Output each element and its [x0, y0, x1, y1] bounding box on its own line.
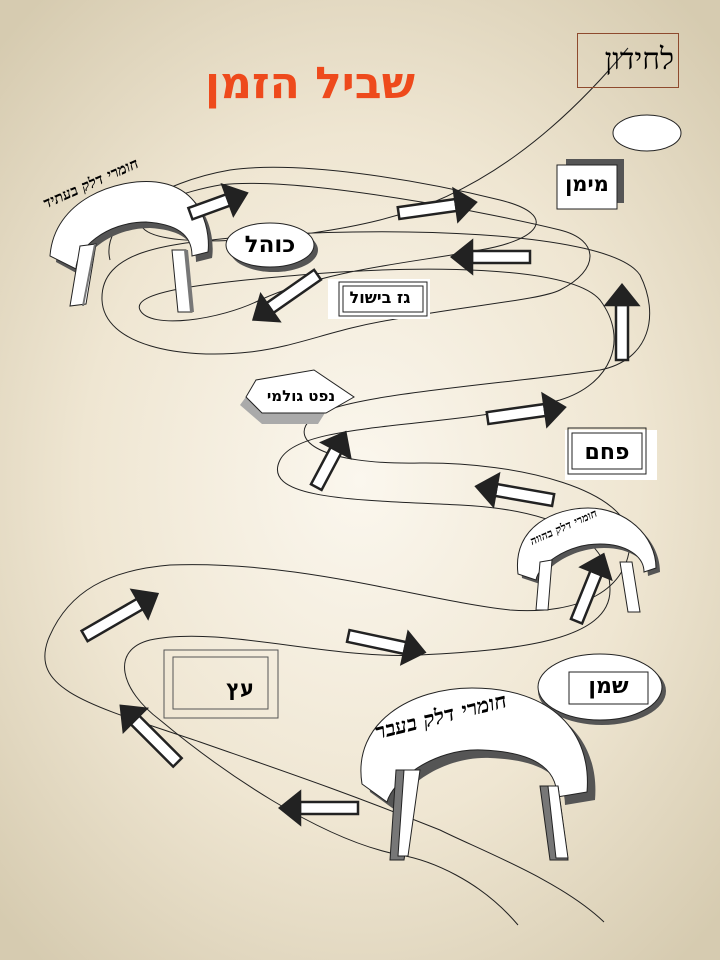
hydrogen-oval-top — [612, 114, 682, 152]
crude-oil-label: נפט גולמי — [266, 387, 336, 405]
bridge-past — [360, 687, 596, 861]
oil-station-oval — [537, 653, 666, 725]
arrow — [345, 628, 427, 666]
page-title: שביל הזמן — [205, 58, 415, 109]
oil-label: שמן — [588, 674, 629, 699]
arrow — [485, 391, 567, 429]
arrow — [396, 186, 478, 224]
arrow — [569, 552, 613, 626]
arrow — [79, 588, 160, 643]
water-station-box — [556, 159, 624, 210]
alcohol-label: כוהל — [244, 232, 296, 258]
arrow — [603, 282, 641, 362]
arrow — [474, 471, 556, 509]
arrow — [251, 268, 323, 323]
coal-label: פחם — [584, 440, 630, 465]
direction-arrows — [79, 182, 641, 827]
bridge-future — [49, 181, 213, 313]
riddle-link[interactable]: לחידון — [577, 33, 679, 88]
arrow — [119, 704, 184, 769]
crude-oil-station-pentagon — [240, 369, 355, 424]
arrow — [277, 789, 360, 827]
arrow — [186, 182, 249, 221]
path-outline-outer — [44, 47, 651, 923]
water-label: מימן — [565, 172, 609, 196]
wood-label: עץ — [226, 676, 254, 700]
arrow — [449, 238, 532, 276]
cooking-gas-station-box — [328, 279, 430, 319]
arrow — [309, 430, 352, 492]
coal-station-box — [565, 427, 657, 480]
wood-station-box — [163, 649, 279, 719]
alcohol-station-oval — [225, 222, 318, 272]
cooking-gas-label: גז בישול — [349, 288, 411, 307]
bridge-present — [517, 507, 660, 613]
